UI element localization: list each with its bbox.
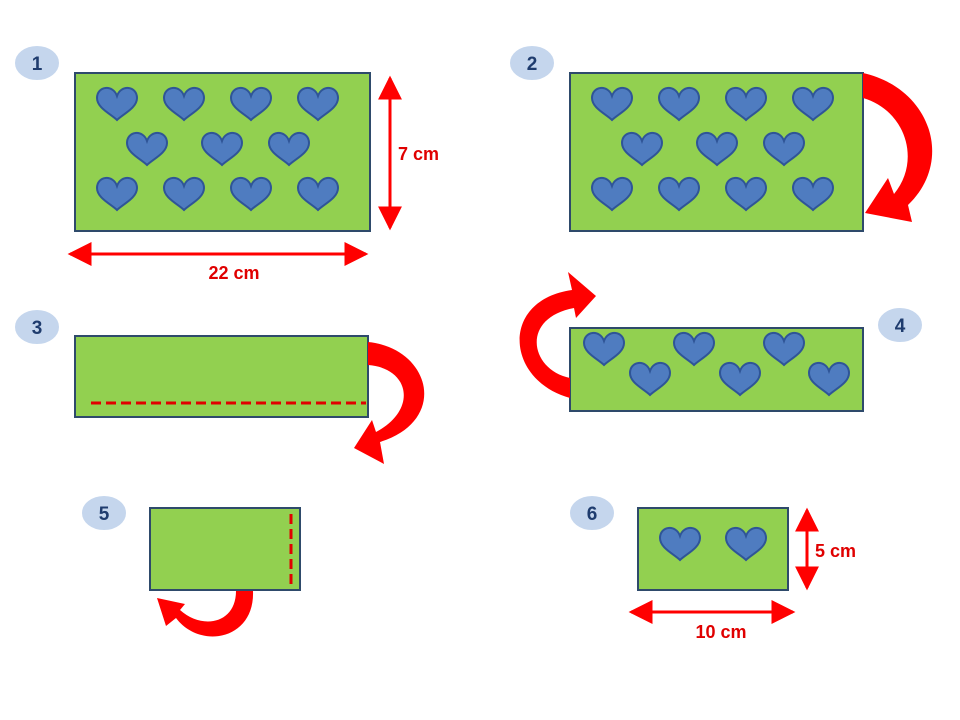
step-badge-2: 2: [508, 44, 556, 82]
step-2: 2: [508, 44, 933, 232]
step-badge-3: 3: [13, 308, 61, 346]
step-1: 1 7 cm 22 cm: [13, 44, 439, 283]
height-label: 5 cm: [815, 541, 856, 561]
width-label: 10 cm: [695, 622, 746, 642]
curved-fold-arrow-icon: [354, 342, 425, 464]
step-number: 3: [32, 318, 43, 339]
step-6: 6 5 cm 10 cm: [568, 494, 856, 642]
step-badge-1: 1: [13, 44, 61, 82]
step-badge-4: 4: [876, 306, 924, 344]
paper-strip: [74, 335, 369, 418]
step-badge-5: 5: [80, 494, 128, 532]
curved-fold-arrow-icon: [157, 591, 254, 637]
step-number: 5: [99, 504, 110, 525]
curved-fold-arrow-icon: [519, 272, 596, 398]
step-5: 5: [80, 494, 301, 637]
paper-strip: [637, 507, 789, 591]
step-number: 2: [527, 54, 538, 75]
width-label: 22 cm: [208, 263, 259, 283]
curved-fold-arrow-icon: [863, 73, 933, 222]
step-number: 1: [32, 54, 43, 75]
step-number: 4: [895, 316, 906, 337]
paper-strip: [149, 507, 301, 591]
step-3: 3: [13, 308, 425, 464]
step-badge-6: 6: [568, 494, 616, 532]
step-4: 4: [519, 272, 924, 412]
step-number: 6: [587, 504, 598, 525]
height-label: 7 cm: [398, 144, 439, 164]
